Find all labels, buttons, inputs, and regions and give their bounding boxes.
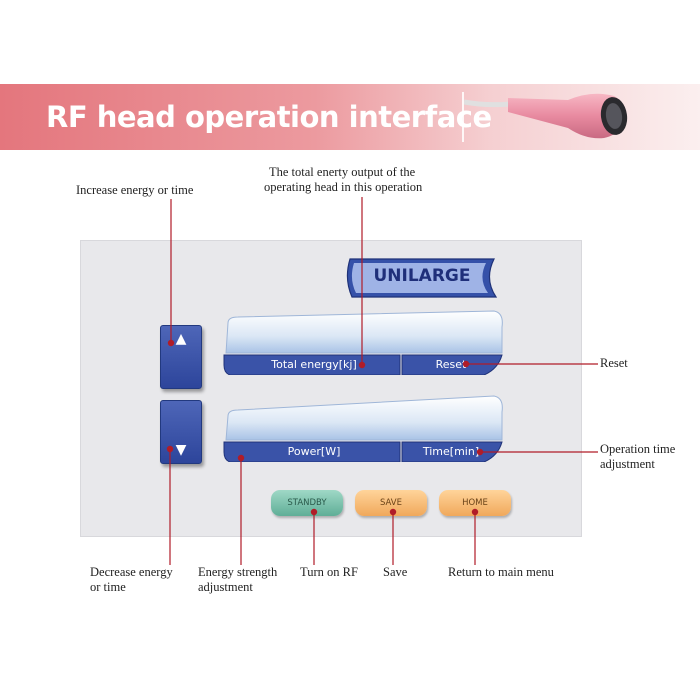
title-banner: RF head operation interface — [0, 84, 700, 150]
annotation-op-time-line1: Operation time — [600, 442, 676, 456]
decrease-button[interactable]: ▼ — [160, 400, 202, 464]
annotation-save: Save — [383, 565, 408, 579]
annotation-strength-line2: adjustment — [198, 580, 253, 594]
save-button[interactable]: SAVE — [355, 490, 427, 516]
triangle-up-icon: ▲ — [175, 331, 187, 347]
total-energy-display — [223, 310, 503, 375]
banner-title: RF head operation interface — [46, 100, 492, 134]
annotation-total-line2: operating head in this operation — [264, 180, 423, 194]
power-time-display — [223, 395, 503, 462]
standby-button[interactable]: STANDBY — [271, 490, 343, 516]
annotation-reset: Reset — [600, 356, 628, 370]
annotation-op-time-line2: adjustment — [600, 457, 655, 471]
brand-plate — [346, 258, 498, 298]
annotation-increase: Increase energy or time — [76, 183, 194, 197]
annotation-turn-on: Turn on RF — [300, 565, 358, 579]
power-adjust-button[interactable]: Power[W] — [287, 445, 341, 458]
annotation-strength-line1: Energy strength — [198, 565, 278, 579]
total-energy-label: Total energy[kj] — [271, 358, 357, 371]
annotation-decrease-line1: Decrease energy — [90, 565, 173, 579]
annotation-return: Return to main menu — [448, 565, 554, 579]
triangle-down-icon: ▼ — [175, 442, 187, 458]
annotation-total-line1: The total enerty output of the — [269, 165, 416, 179]
reset-button[interactable]: Reset — [435, 358, 467, 371]
banner-divider — [462, 92, 464, 142]
increase-button[interactable]: ▲ — [160, 325, 202, 389]
annotation-decrease-line2: or time — [90, 580, 126, 594]
brand-label: UNILARGE — [373, 266, 471, 286]
time-adjust-button[interactable]: Time[min] — [422, 445, 480, 458]
rf-handpiece-image — [464, 93, 628, 139]
home-button[interactable]: HOME — [439, 490, 511, 516]
